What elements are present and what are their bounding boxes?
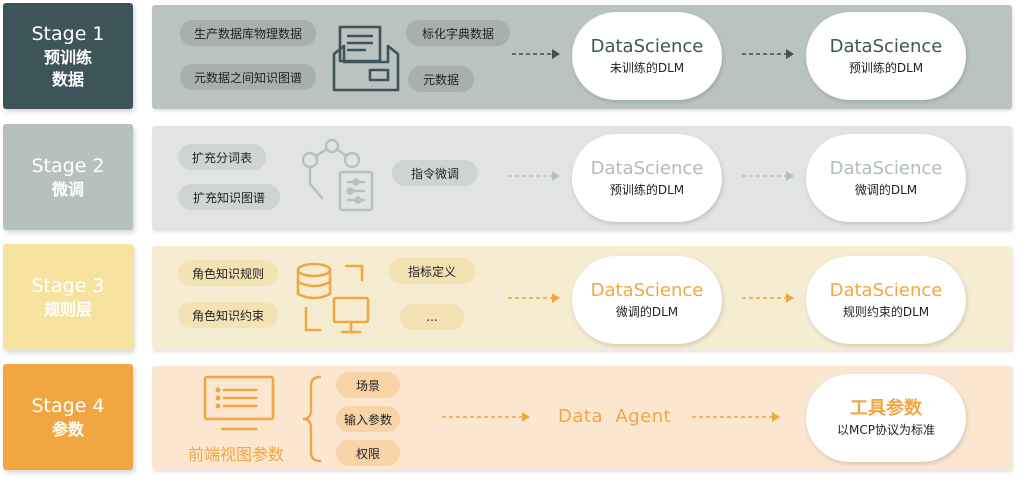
model-title: DataScience [829,36,943,57]
stage-4-pill: 权限 [336,440,400,466]
network-doc-icon [301,138,374,212]
stage-1-pill: 元数据 [408,66,474,92]
stage-1-card: Stage 1 预训练 数据 [3,3,133,109]
stage-1-pill: 标化字典数据 [406,20,510,46]
dashed-arrow-icon [508,293,560,303]
stage-4-name: 参数 [51,420,84,439]
model-node-rule-constrained: DataScience 规则约束的DLM [806,256,966,344]
database-monitor-icon [296,262,370,334]
stage-2-pill: 指令微调 [392,160,478,186]
model-title: DataScience [590,36,704,57]
model-subtitle: 未训练的DLM [609,61,685,75]
stage-3-name: 规则层 [43,300,92,319]
stage-1-pill: 生产数据库物理数据 [180,20,316,46]
dashed-arrow-icon [442,412,530,422]
model-title: DataScience [590,280,704,301]
model-subtitle: 预训练的DLM [848,61,924,75]
model-subtitle: 规则约束的DLM [842,305,930,319]
dashed-arrow-icon [692,412,780,422]
model-node-untrained: DataScience 未训练的DLM [572,12,722,100]
model-title: DataScience [590,158,704,179]
model-node-finetuned: DataScience 微调的DLM [572,256,722,344]
dashed-arrow-icon [508,171,560,181]
stage-2-number: Stage 2 [31,155,105,177]
stage-3-pill: 角色知识规则 [178,260,278,286]
brace-icon [302,375,322,463]
model-subtitle: 预训练的DLM [609,183,685,197]
dashed-arrow-icon [742,171,794,181]
stage-4-pill: 场景 [336,372,400,398]
stage-1-number: Stage 1 [31,23,105,45]
stage-1-pill: 元数据之间知识图谱 [180,64,316,90]
model-node-pretrained: DataScience 预训练的DLM [806,12,966,100]
tool-params-node: 工具参数 以MCP协议为标准 [806,374,966,462]
stage-4-number: Stage 4 [31,395,105,417]
frontend-monitor-icon [203,375,275,431]
document-box-icon [332,25,400,92]
stage-3-pill: 角色知识约束 [178,302,278,328]
model-title: DataScience [829,280,943,301]
stage-2-name: 微调 [51,180,84,199]
tool-params-subtitle: 以MCP协议为标准 [837,423,935,437]
data-agent-label: Data Agent [558,406,672,427]
model-title: DataScience [829,158,943,179]
stage-4-card: Stage 4 参数 [3,364,133,470]
stage-4-pill: 输入参数 [336,406,400,432]
model-subtitle: 微调的DLM [854,183,918,197]
tool-params-title: 工具参数 [850,398,922,419]
dashed-arrow-icon [742,293,794,303]
stage-1-name: 预训练 数据 [43,48,92,89]
frontend-view-params-label: 前端视图参数 [188,445,285,464]
stage-3-card: Stage 3 规则层 [3,244,133,350]
model-subtitle: 微调的DLM [615,305,679,319]
stage-3-pill: ... [400,304,464,330]
stage-2-card: Stage 2 微调 [3,124,133,230]
model-node-pretrained: DataScience 预训练的DLM [572,134,722,222]
dashed-arrow-icon [512,49,560,59]
stage-2-pill: 扩充分词表 [178,144,266,170]
stage-3-pill: 指标定义 [388,258,476,284]
dashed-arrow-icon [742,49,794,59]
model-node-finetuned: DataScience 微调的DLM [806,134,966,222]
stage-3-number: Stage 3 [31,275,105,297]
stage-2-pill: 扩充知识图谱 [178,184,280,210]
